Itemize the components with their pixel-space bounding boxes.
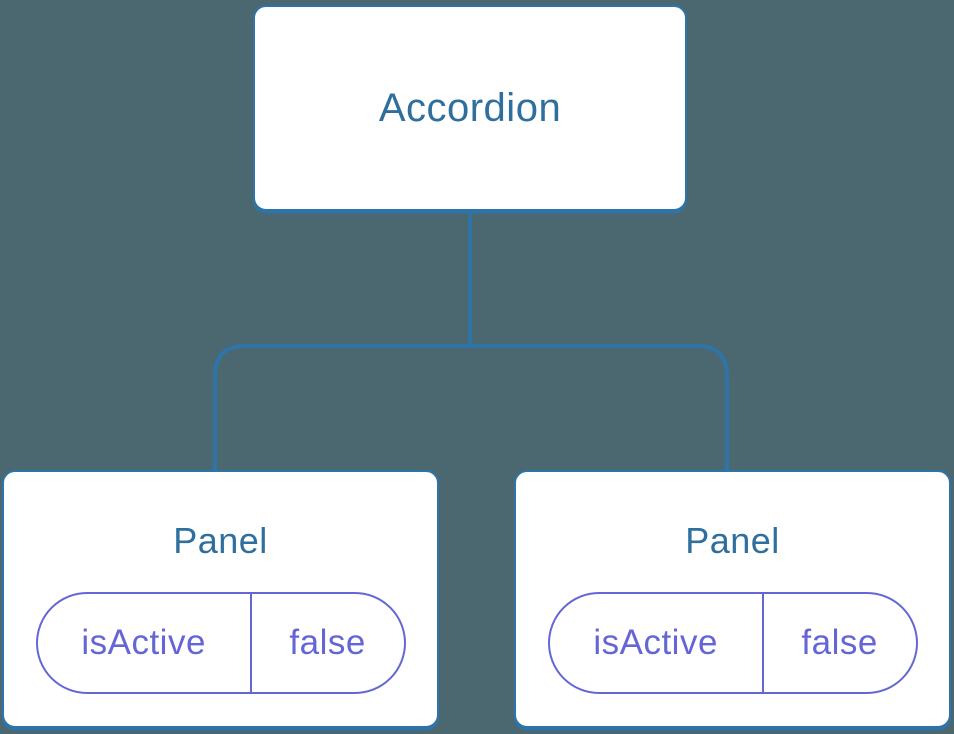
panel-node-right: Panel isActive false xyxy=(514,470,951,728)
panel-node-title: Panel xyxy=(173,520,268,561)
prop-pill: isActive false xyxy=(547,592,918,694)
accordion-node: Accordion xyxy=(253,5,687,211)
pill-divider xyxy=(761,594,764,692)
prop-value: false xyxy=(289,623,366,662)
connector-bracket xyxy=(213,344,729,470)
pill-divider xyxy=(249,594,252,692)
prop-name: isActive xyxy=(593,623,718,662)
prop-value: false xyxy=(801,623,878,662)
prop-name: isActive xyxy=(81,623,206,662)
accordion-node-title: Accordion xyxy=(378,85,562,130)
panel-node-title: Panel xyxy=(685,520,780,561)
panel-node-left: Panel isActive false xyxy=(2,470,439,728)
prop-pill: isActive false xyxy=(35,592,406,694)
